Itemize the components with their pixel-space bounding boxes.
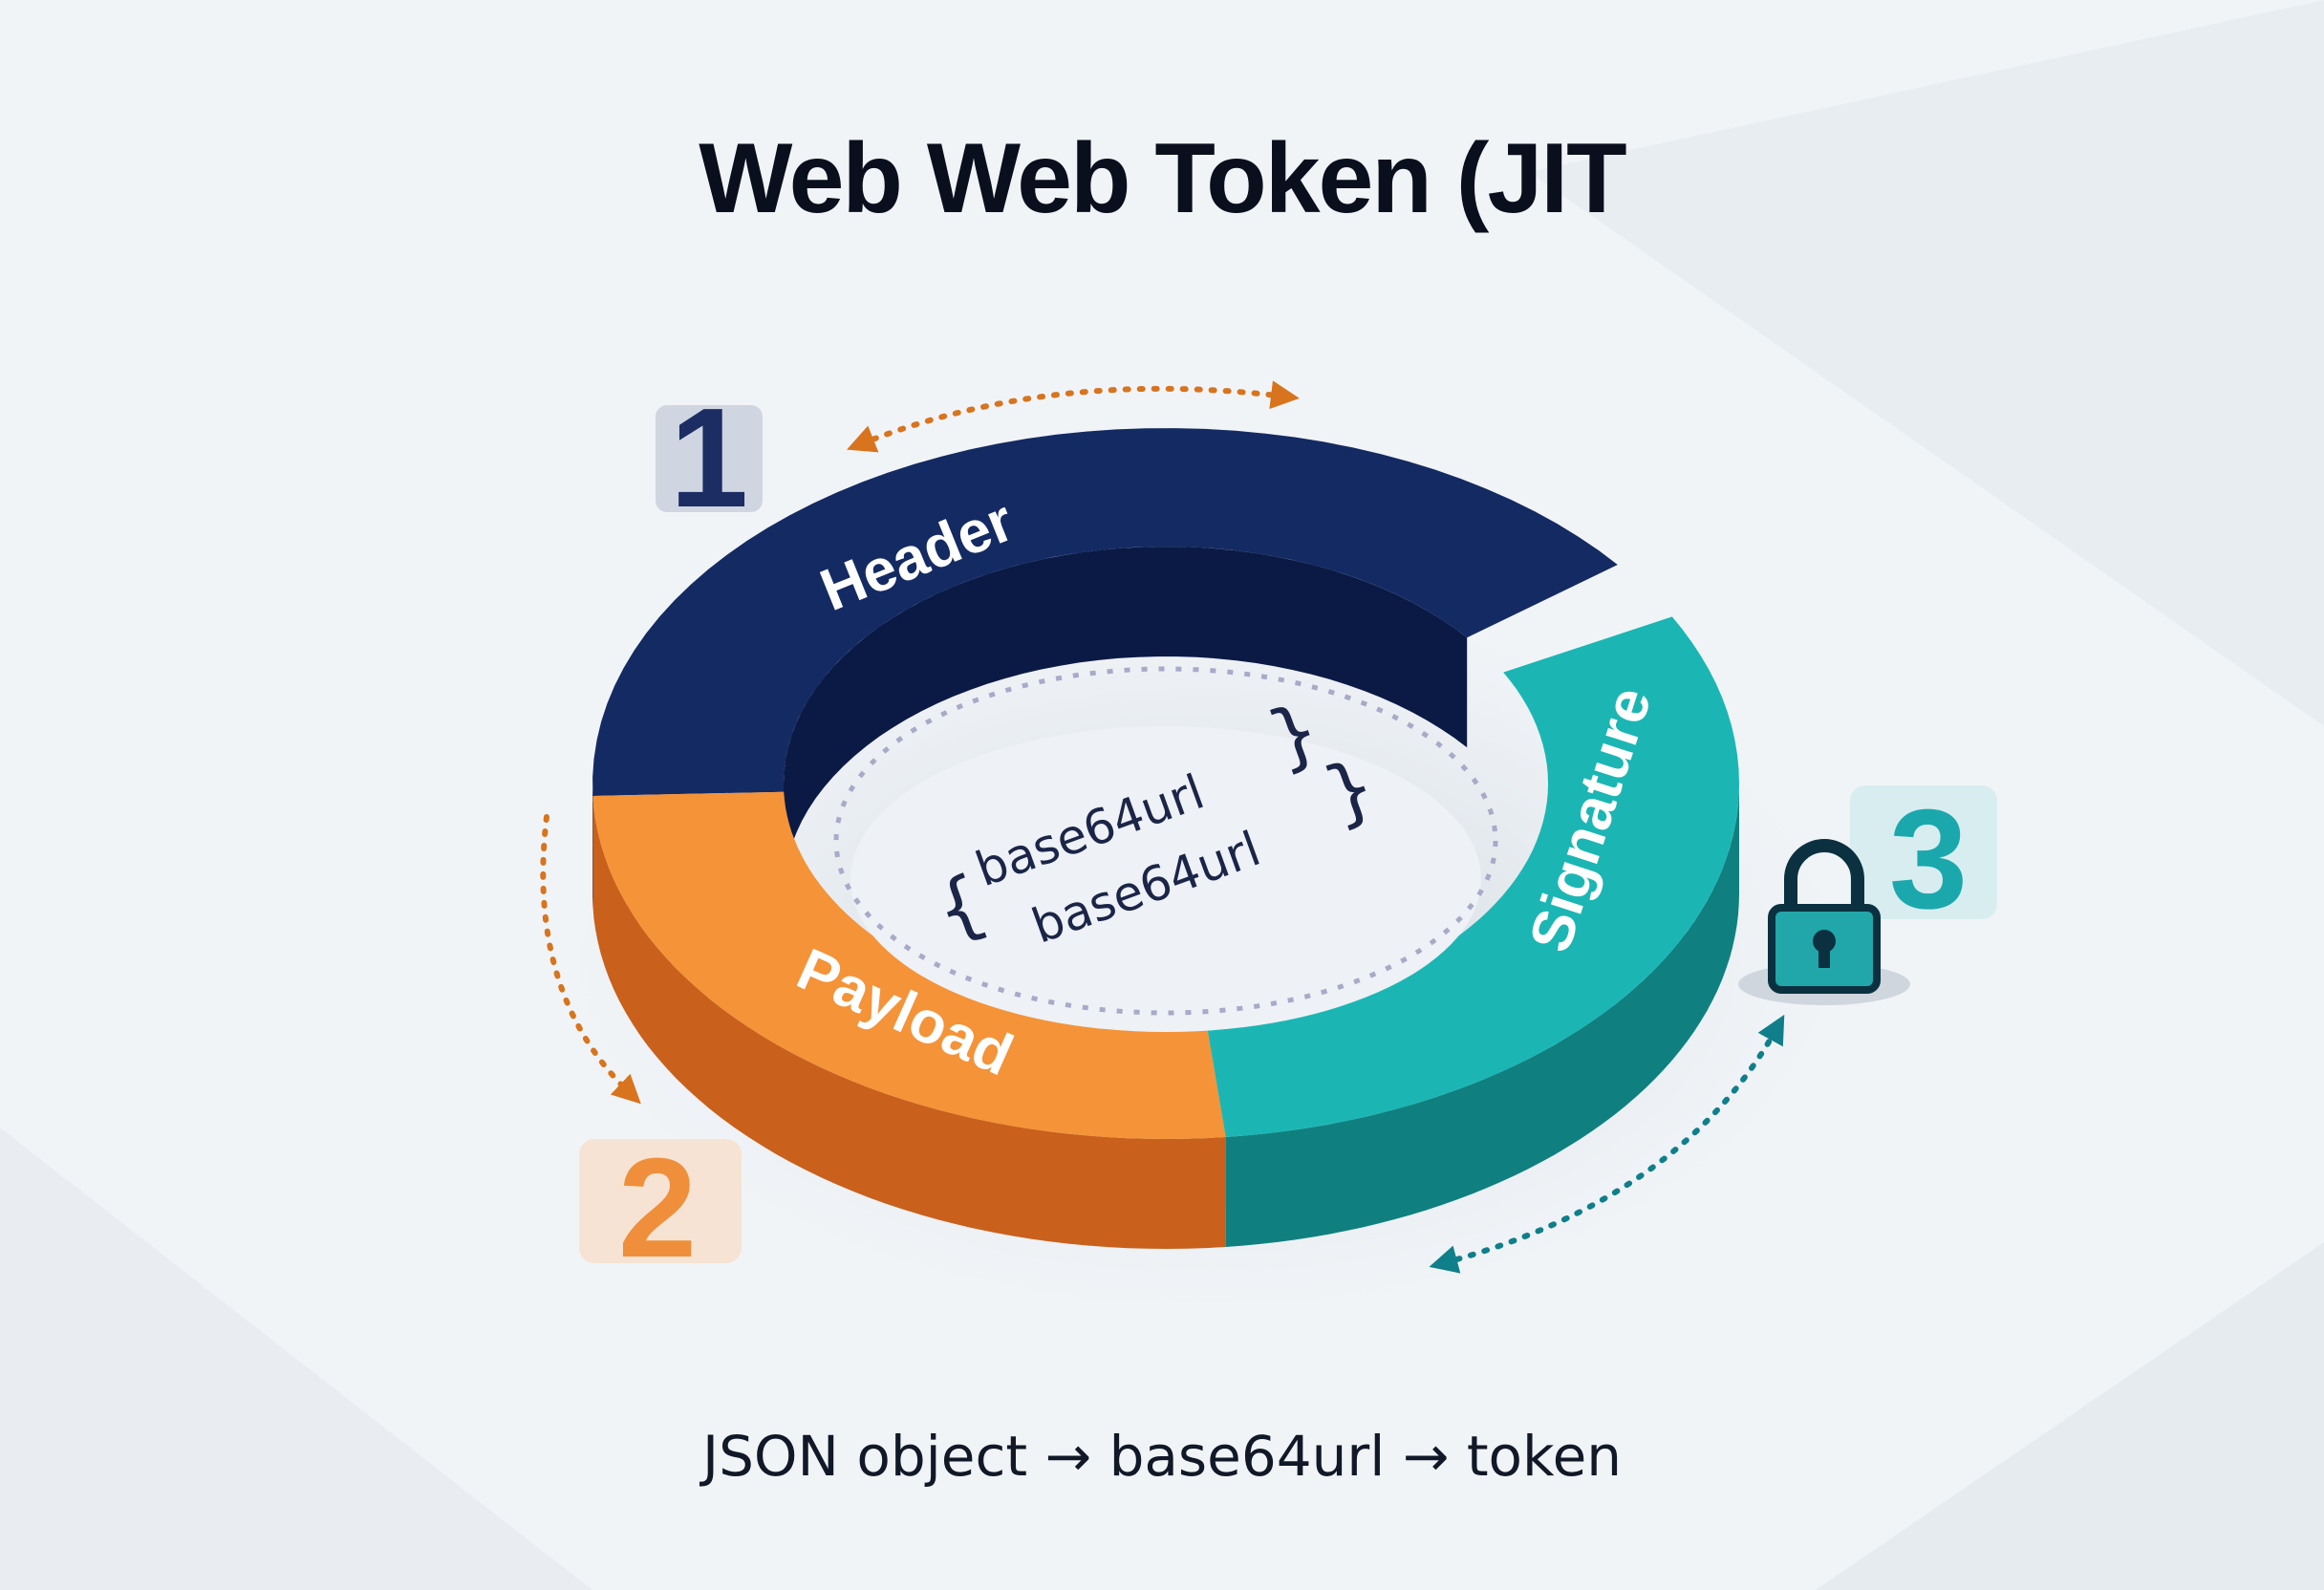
ring-sides [592,547,1739,1249]
number-badge-1-bg [656,405,763,512]
ring-side-signature [1225,784,1739,1247]
ring-segment-signature [1205,616,1739,1137]
lock-icon [1738,839,1910,1005]
number-2: 2 [618,1129,697,1287]
ring-inner-side-header [784,547,1468,893]
number-3: 3 [1889,781,1968,938]
arrow-left-dotted [540,814,641,1105]
number-badge-2-bg [579,1139,742,1263]
number-badge-3-bg [1850,785,1997,919]
ring-inner-floor [850,726,1481,1032]
inner-dotted-track [833,666,1498,1016]
page-title: Web Web Token (JIT [699,123,1626,234]
ring-segment-header [592,428,1618,796]
pipeline-caption: JSON object → base64url → token [701,1424,1623,1489]
number-1: 1 [670,379,748,537]
arrow-top-dotted [847,380,1300,453]
ring-side-payload [592,796,1226,1249]
